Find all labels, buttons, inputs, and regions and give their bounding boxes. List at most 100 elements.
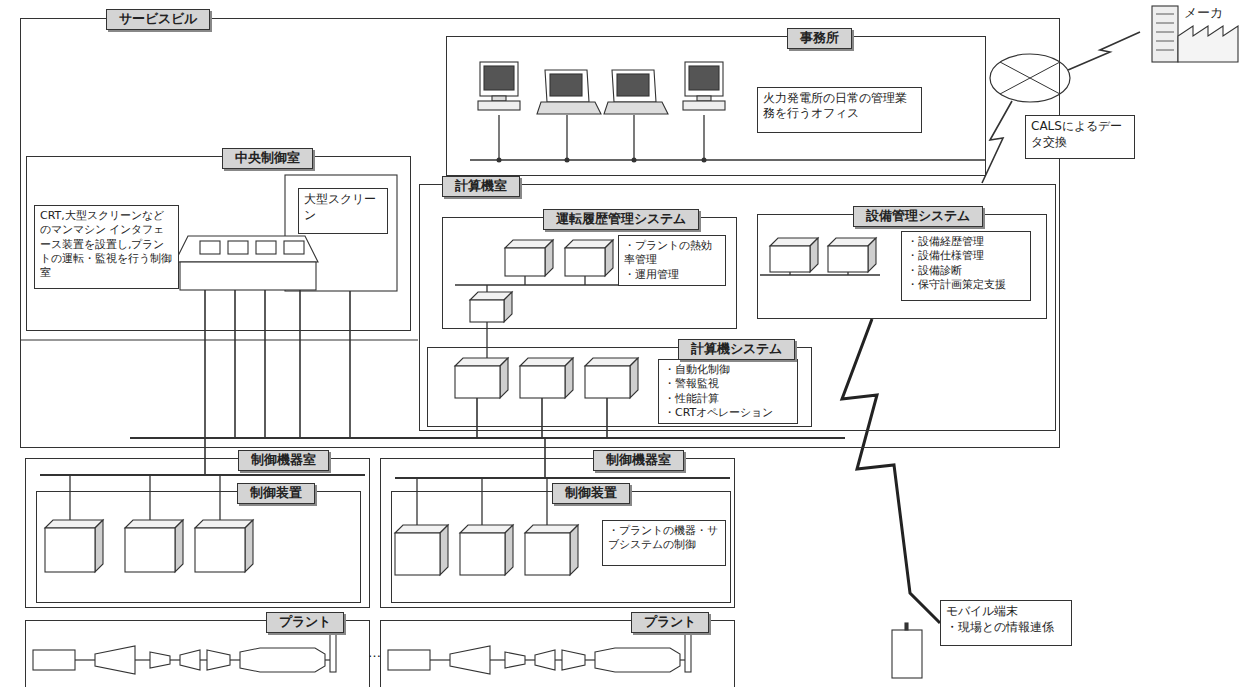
turbine [95, 646, 135, 674]
room-tab: 制御装置 [237, 483, 315, 504]
drop-line [219, 475, 220, 520]
room-frame: プラント [380, 620, 735, 687]
room-tab: 事務所 [787, 28, 852, 49]
monitor-stand [697, 96, 711, 101]
box-text: ・設備診断 [907, 264, 1025, 278]
box-text: モバイル端末 [946, 604, 1066, 620]
plant-unit [33, 650, 75, 670]
server-cube [810, 238, 818, 272]
console-screen [256, 241, 276, 254]
room-frame: 制御装置・プラントの機器・サブシステムの制御 [391, 491, 731, 603]
server-cube [525, 525, 578, 533]
turbine [207, 650, 230, 670]
room-tab: 運転履歴管理システム [543, 209, 699, 230]
server-cube [500, 358, 508, 398]
band-line [20, 339, 418, 340]
server-cube [245, 520, 253, 572]
server-cube [630, 358, 638, 398]
text-box: ・プラントの機器・サブシステムの制御 [602, 520, 726, 566]
text-box: 火力発電所の日常の管理業務を行うオフィス [757, 87, 922, 133]
room-frame: 運転履歴管理システム・プラントの熱効率管理・運用管理 [442, 217, 737, 329]
wireless-link [1068, 32, 1140, 70]
monitor-stand [492, 96, 506, 101]
drop-line [486, 322, 487, 358]
text-box: ・設備経歴管理・設備仕様管理・設備診断・保守計画策定支援 [901, 231, 1031, 301]
room-tab: 中央制御室 [222, 148, 313, 169]
turbine [450, 646, 490, 674]
console-screen [228, 241, 248, 254]
drop-line [486, 285, 487, 292]
drop-line [476, 398, 478, 438]
monitor-screen [484, 66, 514, 90]
room-frame: 事務所火力発電所の日常の管理業務を行うオフィス [446, 36, 986, 176]
room-tab: 制御機器室 [593, 450, 684, 471]
plant-shaft [325, 659, 330, 660]
room-frame: 制御機器室制御装置・プラントの機器・サブシステムの制御 [380, 458, 735, 608]
boiler [240, 648, 325, 672]
building-window [1156, 41, 1174, 42]
drop-line [703, 115, 704, 160]
plant-shaft [680, 659, 685, 660]
wireless-link [982, 101, 1012, 183]
mobile-terminal [892, 630, 922, 678]
laptop-icon [604, 102, 668, 114]
room-tab: プラント [631, 612, 709, 633]
pc-base [683, 101, 725, 110]
drop-line [149, 475, 150, 520]
bus-line [470, 159, 985, 161]
drop-line [349, 291, 351, 438]
network-cross [1000, 62, 1060, 94]
maker-building [1152, 6, 1178, 62]
console-screen [284, 241, 304, 254]
box-text: ・性能計算 [664, 392, 792, 406]
server-cube [525, 533, 570, 575]
drop-line [204, 290, 206, 438]
room-tab: サービスビル [106, 9, 210, 30]
room-frame: サービスビル事務所火力発電所の日常の管理業務を行うオフィス中央制御室CRT,大型… [20, 18, 1060, 448]
room-frame: 制御装置 [36, 491, 361, 603]
text-box: CALSによるデータ交換 [1025, 115, 1135, 159]
room-tab: プラント [266, 612, 344, 633]
server-cube [505, 248, 545, 276]
server-cube [195, 528, 245, 572]
box-text: CALSによるデータ交換 [1031, 119, 1129, 150]
server-cube [828, 246, 868, 272]
drop-line [234, 290, 236, 438]
mobile-antenna [905, 623, 908, 630]
plant-shaft [230, 659, 240, 660]
server-cube [520, 358, 573, 366]
drop-line [541, 398, 543, 438]
monitor-icon [685, 62, 723, 96]
text-box: 大型スクリーン [298, 188, 388, 234]
drop-line [481, 478, 482, 525]
server-cube [460, 533, 505, 575]
server-cube [565, 358, 573, 398]
server-cube [470, 300, 504, 322]
room-tab: 設備管理システム [853, 206, 983, 227]
drop-line [498, 115, 499, 160]
plant-shaft [490, 659, 505, 660]
drop-line [69, 475, 70, 520]
console-desk [180, 262, 316, 290]
server-cube [125, 528, 175, 572]
room-tab: 制御装置 [552, 483, 630, 504]
server-cube [585, 366, 630, 398]
console-desk [175, 236, 318, 262]
plant-shaft [135, 659, 150, 660]
network-cross [1000, 62, 1060, 94]
text-box: CRT,大型スクリーンなどのマンマシン インタフェース装置を設置し,プラントの運… [34, 205, 179, 289]
turbine [180, 650, 200, 670]
drop-line [789, 272, 790, 275]
network-cloud [990, 54, 1070, 102]
laptop-screen [550, 74, 582, 96]
room-frame: 制御機器室制御装置 [25, 458, 370, 608]
bus-line [760, 274, 880, 276]
building-window [1156, 14, 1174, 15]
server-cube [545, 240, 553, 276]
plant-shaft [430, 659, 450, 660]
server-cube [195, 520, 253, 528]
junction-dot [702, 158, 707, 163]
main-bus [130, 437, 845, 439]
stack [330, 628, 336, 672]
